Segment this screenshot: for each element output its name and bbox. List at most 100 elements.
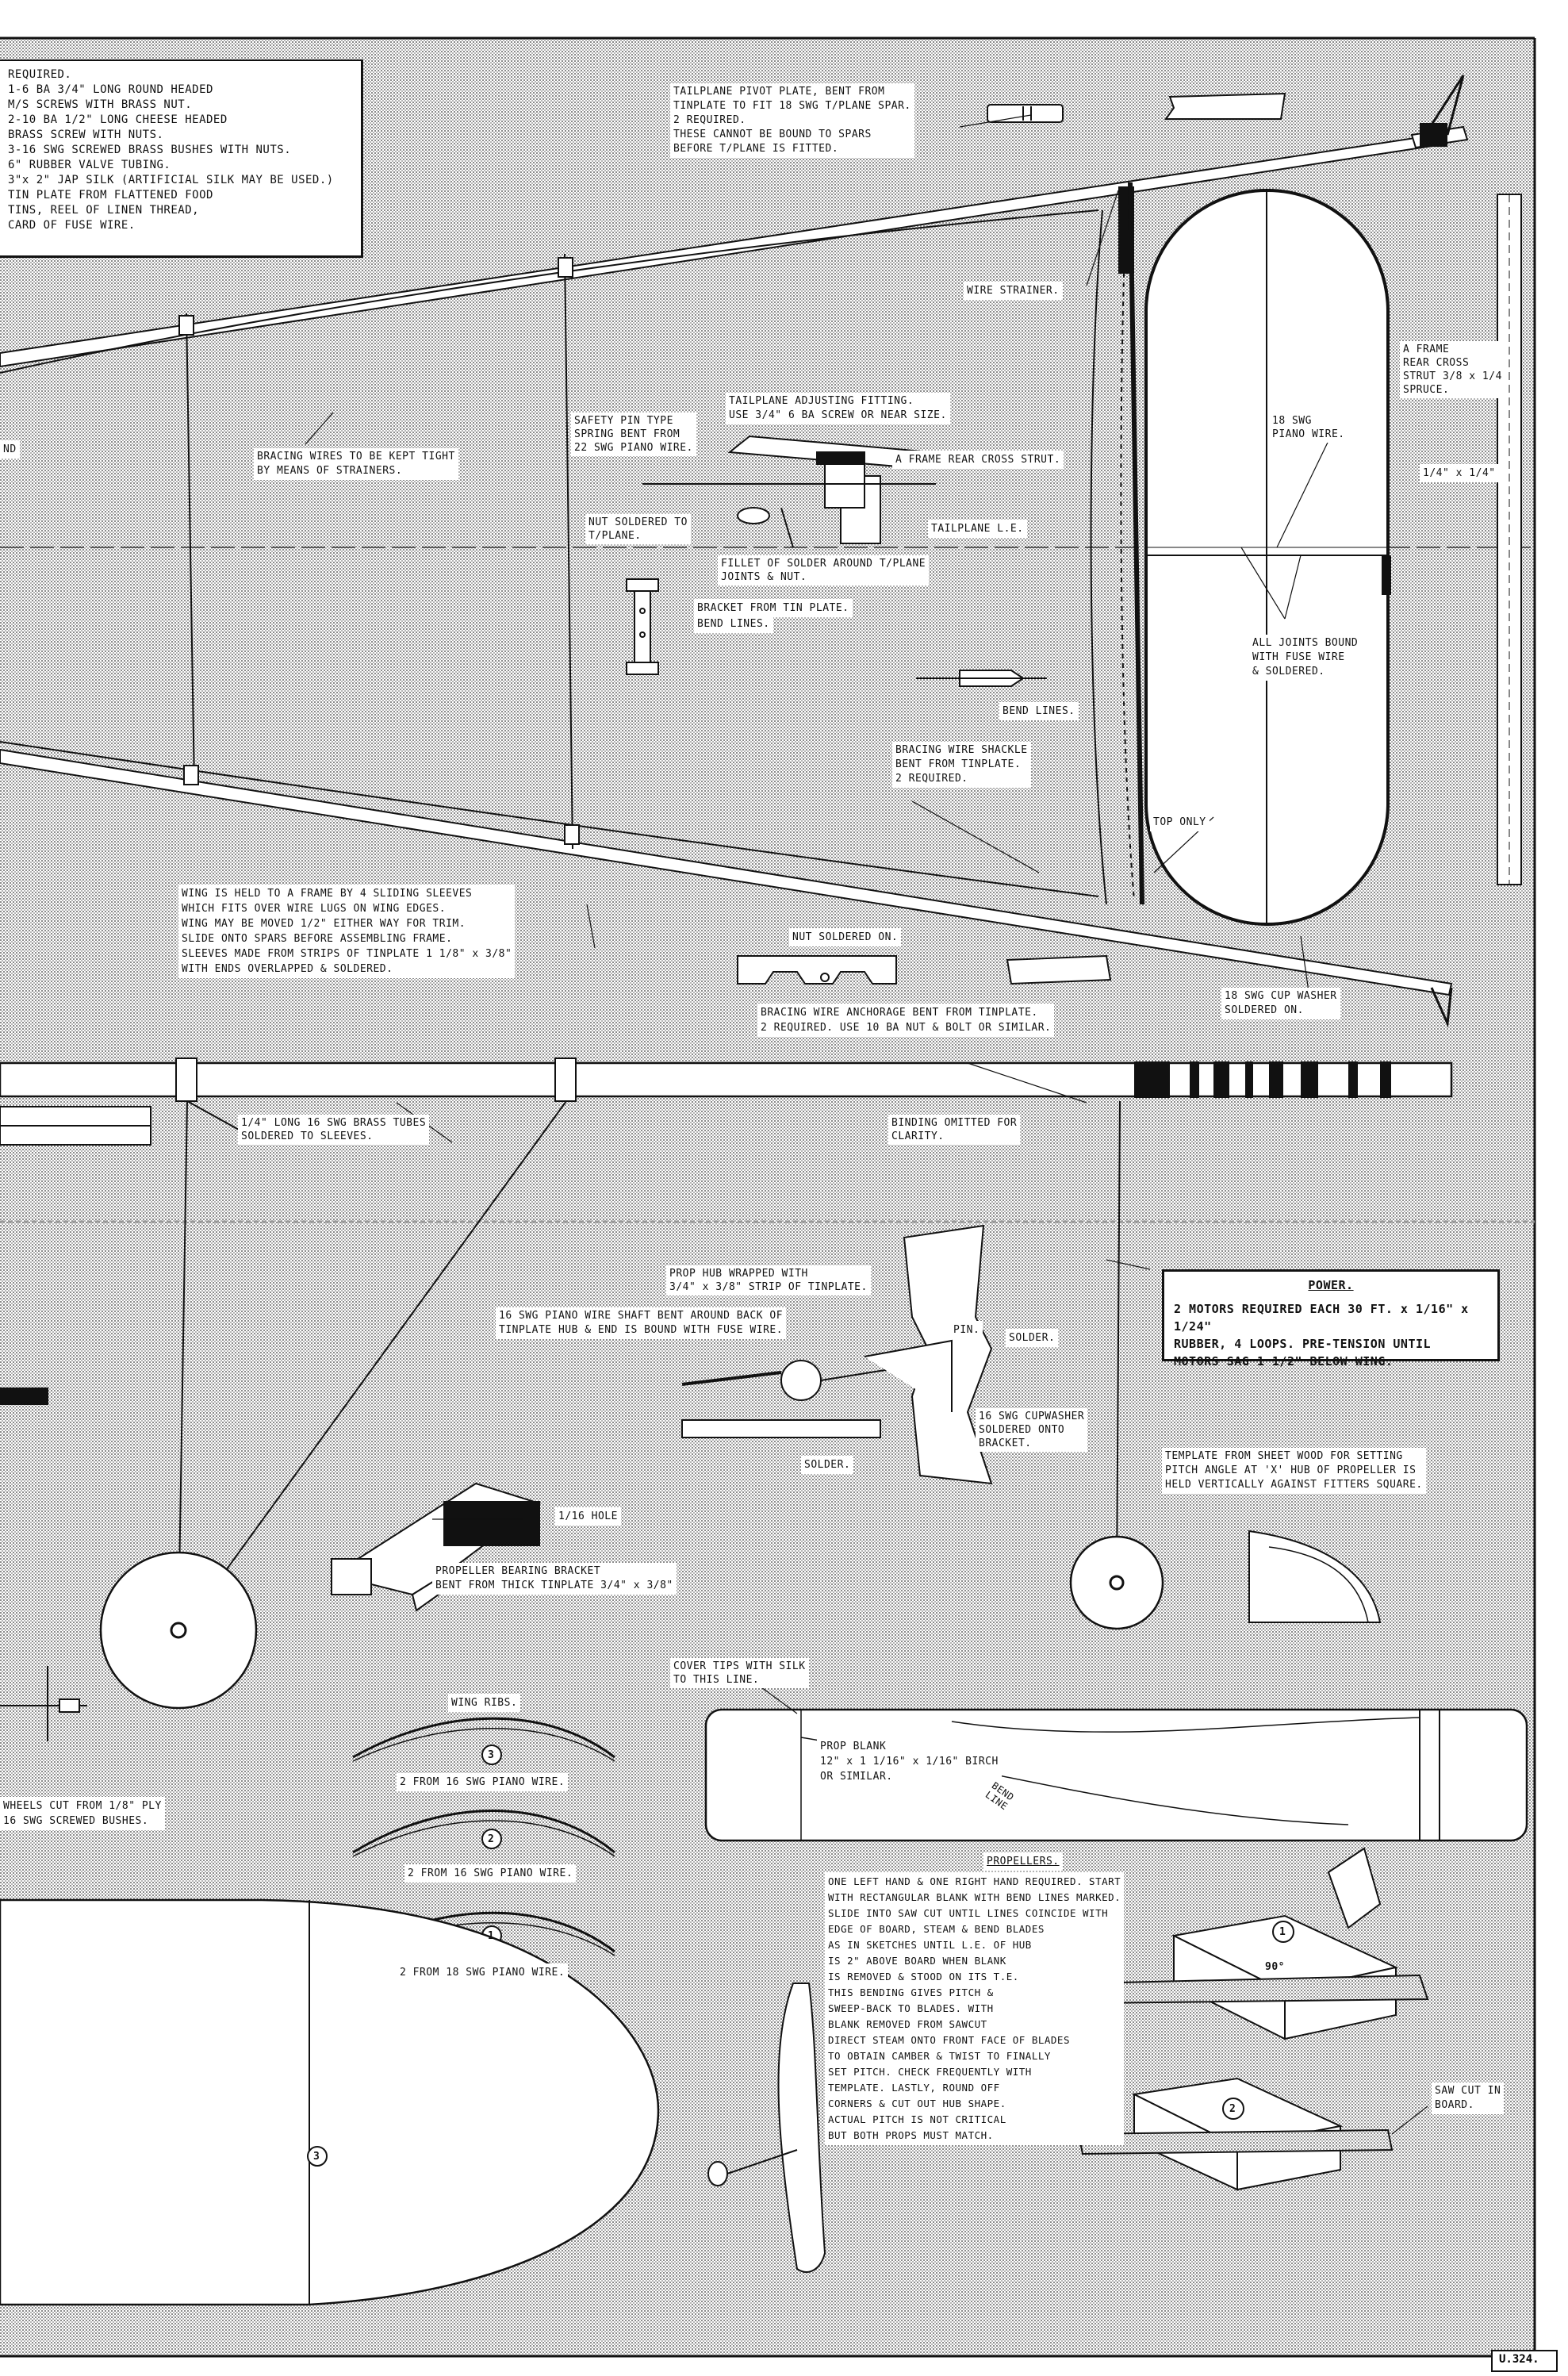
materials-line: M/S SCREWS WITH BRASS NUT. — [8, 98, 193, 111]
bracing-wire-lower — [0, 741, 1099, 897]
wing-tip-curve — [1090, 209, 1107, 905]
fillet-solder-note: FILLET OF SOLDER AROUND T/PLANE JOINTS &… — [718, 555, 930, 585]
wing-rib-3-under — [352, 1728, 615, 1762]
bearing-bracket-sketch — [331, 1482, 542, 1612]
side-sleeve-2 — [554, 1057, 577, 1102]
materials-line: 3"x 2" JAP SILK (ARTIFICIAL SILK MAY BE … — [8, 174, 334, 186]
rib3-note: 2 FROM 16 SWG PIANO WIRE. — [397, 1773, 569, 1791]
wing-rib-wire-2 — [564, 253, 573, 850]
prop-hub-note: PROP HUB WRAPPED WITH 3/4" x 3/8" STRIP … — [666, 1265, 871, 1295]
bend-lines-note-1: BEND LINES. — [694, 615, 773, 633]
wing-ribs-title: WING RIBS. — [448, 1694, 521, 1712]
wing-plan-rib-marker: 3 — [313, 2151, 320, 2163]
propellers-title: PROPELLERS. — [983, 1852, 1063, 1871]
side-wire-left — [178, 1100, 188, 1627]
wire-strainer-note: WIRE STRAINER. — [964, 282, 1063, 300]
rib-2-marker-circle — [481, 1829, 502, 1849]
shackle-sketch — [916, 670, 1047, 687]
materials-line: TINS, REEL OF LINEN THREAD, — [8, 204, 200, 217]
cupwasher-note: 16 SWG CUPWASHER SOLDERED ONTO BRACKET. — [976, 1408, 1088, 1452]
prop-blank-note: PROP BLANK 12" x 1 1/16" x 1/16" BIRCH O… — [817, 1737, 1002, 1786]
materials-line: BRASS SCREW WITH NUTS. — [8, 129, 164, 141]
pitch-template — [1248, 1530, 1382, 1623]
dashed-tip — [1120, 205, 1135, 901]
bracing-wires-note: BRACING WIRES TO BE KEPT TIGHT BY MEANS … — [254, 448, 458, 480]
power-box: POWER. 2 MOTORS REQUIRED EACH 30 FT. x 1… — [1162, 1269, 1500, 1368]
solder-note-1: SOLDER. — [1006, 1329, 1059, 1347]
a-frame-cross-strut — [1128, 182, 1144, 905]
materials-line: REQUIRED. — [8, 68, 72, 81]
a-frame-strut-note: A FRAME REAR CROSS STRUT. — [892, 451, 1064, 469]
wheels-note: WHEELS CUT FROM 1/8" PLY 16 SWG SCREWED … — [0, 1797, 165, 1830]
wheel-axle-sketch — [0, 1666, 87, 1741]
prop-bending-sketch-1 — [1085, 1847, 1429, 2040]
pin-note: PIN. — [950, 1321, 983, 1339]
sleeve-upper-2 — [558, 257, 573, 278]
wing-rib-2 — [352, 1810, 615, 1854]
rib-3-marker: 3 — [488, 1749, 495, 1761]
rib-2-marker: 2 — [488, 1833, 495, 1845]
prop-hub-sketch — [681, 1224, 993, 1485]
cup-washer-note: 18 SWG CUP WASHER SOLDERED ON. — [1221, 988, 1340, 1019]
sleeve-upper-1 — [178, 315, 194, 336]
nut-soldered-on-note: NUT SOLDERED ON. — [789, 928, 902, 946]
sketch-1-marker: 1 — [1279, 1926, 1286, 1938]
power-description: 2 MOTORS REQUIRED EACH 30 FT. x 1/16" x … — [1174, 1302, 1469, 1368]
shaft-note: 16 SWG PIANO WIRE SHAFT BENT AROUND BACK… — [496, 1307, 787, 1339]
right-wheel-hub — [1109, 1575, 1125, 1591]
tailplane-pivot-note: TAILPLANE PIVOT PLATE, BENT FROM TINPLAT… — [670, 83, 914, 158]
sketch-2-marker: 2 — [1229, 2103, 1236, 2115]
angle-90-label: 90° — [1265, 1961, 1285, 1973]
tailplane-joint — [1382, 555, 1391, 595]
nd-note: ND — [0, 440, 20, 459]
sketch-1-marker-circle — [1272, 1921, 1294, 1943]
materials-required-box: REQUIRED. 1-6 BA 3/4" LONG ROUND HEADED … — [0, 59, 363, 258]
materials-line: 3-16 SWG SCREWED BRASS BUSHES WITH NUTS. — [8, 144, 292, 156]
top-only-note: TOP ONLY — [1150, 813, 1210, 831]
power-title: POWER. — [1308, 1278, 1354, 1292]
tailplane-adjusting-note: TAILPLANE ADJUSTING FITTING. USE 3/4" 6 … — [726, 393, 950, 424]
bracing-shackle-note: BRACING WIRE SHACKLE BENT FROM TINPLATE.… — [892, 742, 1031, 788]
pivot-plate-strip — [1164, 92, 1286, 120]
side-brace-2 — [182, 1100, 567, 1631]
side-view-binding — [1134, 1061, 1391, 1098]
hole-note: 1/16 HOLE — [555, 1507, 621, 1526]
sleeve-lower-2 — [564, 824, 580, 845]
tailplane-pivot-plate — [987, 104, 1064, 123]
saw-cut-note: SAW CUT IN BOARD. — [1432, 2082, 1505, 2114]
rib1-note: 2 FROM 18 SWG PIANO WIRE. — [397, 1963, 569, 1982]
materials-line: CARD OF FUSE WIRE. — [8, 219, 136, 232]
anchorage-sketch — [737, 954, 1112, 985]
bend-lines-note-2: BEND LINES. — [999, 702, 1079, 720]
rib-3-marker-circle — [481, 1745, 502, 1765]
wing-tip-plan — [0, 1898, 660, 2306]
propellers-instructions: ONE LEFT HAND & ONE RIGHT HAND REQUIRED.… — [825, 1872, 1125, 2145]
solder-note-2: SOLDER. — [801, 1456, 854, 1474]
bracing-wire-upper — [0, 209, 1099, 374]
prop-bracket-note: PROPELLER BEARING BRACKET BENT FROM THIC… — [432, 1563, 677, 1595]
materials-line: 2-10 BA 1/2" LONG CHEESE HEADED — [8, 113, 228, 126]
wing-rib-3 — [352, 1717, 615, 1759]
pitch-template-curve — [1268, 1546, 1369, 1623]
left-wheel-hub — [170, 1622, 187, 1639]
materials-line: 6" RUBBER VALVE TUBING. — [8, 159, 171, 171]
tail-spar-tip — [1426, 75, 1465, 136]
tailplane-le-note: TAILPLANE L.E. — [928, 520, 1027, 538]
safety-pin-note: SAFETY PIN TYPE SPRING BENT FROM 22 SWG … — [571, 413, 696, 456]
nut-soldered-note: NUT SOLDERED TO T/PLANE. — [585, 514, 691, 544]
lower-tip-hook — [1430, 987, 1453, 1028]
side-sleeve-1 — [175, 1057, 197, 1102]
wing-held-note: WING IS HELD TO A FRAME BY 4 SLIDING SLE… — [178, 885, 516, 978]
bracket-sketch — [626, 578, 659, 675]
side-view-spar — [0, 1061, 1453, 1098]
rib2-note: 2 FROM 16 SWG PIANO WIRE. — [404, 1864, 577, 1883]
sheet-code: U.324. — [1499, 2353, 1539, 2366]
template-note: TEMPLATE FROM SHEET WOOD FOR SETTING PIT… — [1162, 1448, 1426, 1494]
piano-wire-note: 18 SWG PIANO WIRE. — [1269, 413, 1348, 443]
materials-line: 1-6 BA 3/4" LONG ROUND HEADED — [8, 83, 213, 96]
sleeve-lower-1 — [183, 765, 199, 785]
side-stub-left — [0, 1106, 151, 1405]
materials-line: TIN PLATE FROM FLATTENED FOOD — [8, 189, 213, 202]
lower-frame-spar — [0, 748, 1453, 996]
wing-plan-rib-marker-circle — [307, 2146, 328, 2167]
